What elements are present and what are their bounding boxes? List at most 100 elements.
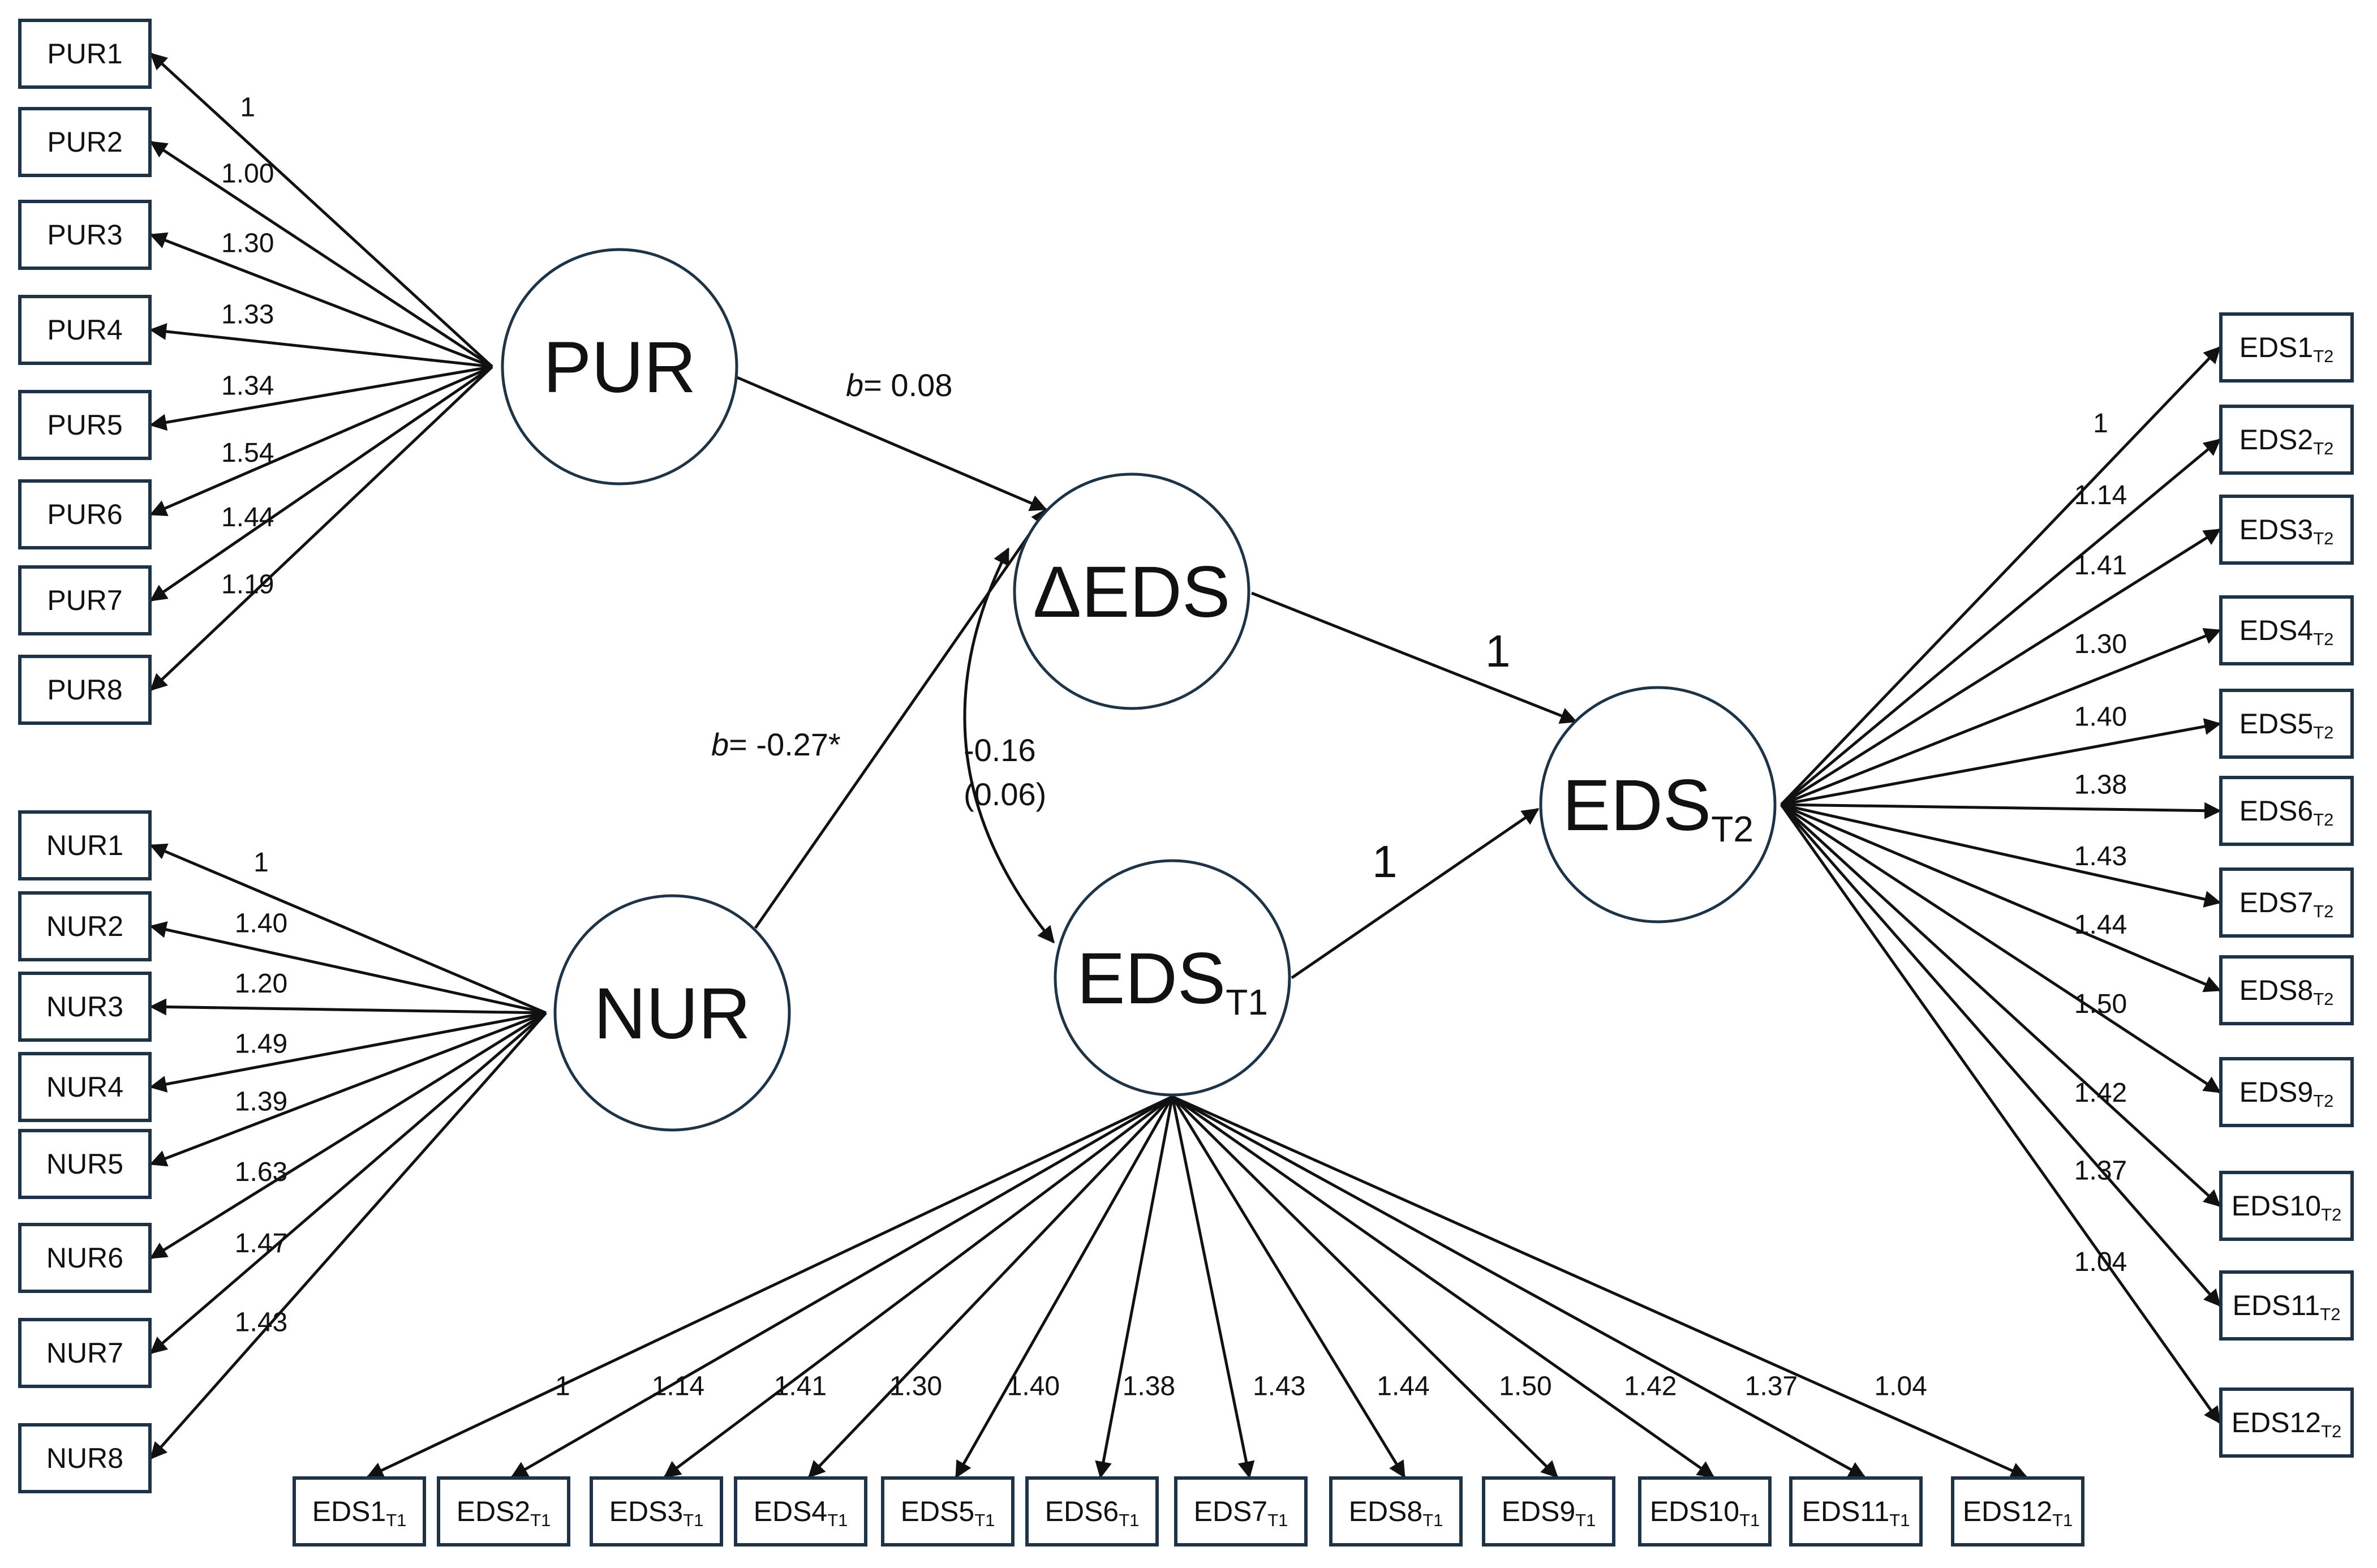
nur-loading-path-6 [149, 1011, 547, 1260]
edst2-indicator-9-box [2219, 1057, 2354, 1127]
edst2-indicator-9-label: EDS9T2 [2240, 1076, 2334, 1111]
edst2-loading-label-12: 1.04 [2074, 1247, 2127, 1277]
edst1-to-edst2-path [1291, 807, 1540, 980]
pur-loading-path-3 [149, 232, 493, 368]
pur-indicator-1-box [18, 19, 152, 89]
edst1-loading-label-6: 1.38 [1123, 1372, 1175, 1402]
latent-pur-label: PUR [543, 327, 696, 408]
edst1-loading-label-8: 1.44 [1377, 1372, 1429, 1402]
edst2-loading-label-2: 1.14 [2074, 480, 2127, 510]
edst1-loading-label-5: 1.40 [1007, 1372, 1060, 1402]
edst1-indicator-2: EDS2T1 [437, 1476, 570, 1546]
edst2-loading-label-9: 1.50 [2074, 989, 2127, 1019]
edst2-loading-path-10 [1780, 804, 2221, 1208]
edst1-indicator-1: EDS1T1 [293, 1476, 426, 1546]
edst2-loading-label-11: 1.37 [2074, 1155, 2127, 1185]
latent-nur: NUR [553, 894, 791, 1132]
pur-loading-path-7 [149, 365, 493, 602]
edst1-loading-path-12 [1171, 1095, 2028, 1479]
edst1-loading-label-11: 1.37 [1745, 1372, 1798, 1402]
pur-indicator-3: PUR3 [18, 200, 152, 270]
nur-loading-path-8 [150, 1012, 547, 1460]
nur-indicator-4-label: NUR4 [46, 1071, 123, 1103]
edst1-indicator-8: EDS8T1 [1329, 1476, 1463, 1546]
latent-nur-circle [553, 894, 791, 1132]
pur-indicator-8: PUR8 [18, 655, 152, 725]
edst1-indicator-11-label: EDS11T1 [1802, 1496, 1910, 1530]
pur-indicator-7-label: PUR7 [47, 585, 122, 616]
nur-loading-label-3: 1.20 [235, 969, 287, 999]
edst1-indicator-3: EDS3T1 [590, 1476, 723, 1546]
nur-indicator-3: NUR3 [18, 972, 152, 1042]
edst1-indicator-8-label: EDS8T1 [1349, 1496, 1443, 1530]
nur-loading-label-7: 1.47 [235, 1228, 287, 1258]
edst2-indicator-6-box [2219, 776, 2354, 846]
edst1-loading-path-7 [1171, 1096, 1255, 1479]
edst2-indicator-2-label: EDS2T2 [2240, 424, 2334, 458]
edst1-loading-path-9 [1171, 1096, 1559, 1479]
pur-loading-path-6 [149, 365, 493, 517]
edst2-indicator-5: EDS5T2 [2219, 689, 2354, 759]
nur-indicator-5: NUR5 [18, 1129, 152, 1199]
pur-indicator-7-box [18, 565, 152, 635]
edst1-loading-path-2 [510, 1095, 1174, 1479]
edst2-indicator-8-label: EDS8T2 [2240, 974, 2334, 1009]
edst2-loading-path-8 [1781, 803, 2221, 993]
edst2-indicator-4-label: EDS4T2 [2240, 615, 2334, 649]
pur-indicator-4: PUR4 [18, 295, 152, 365]
edst2-indicator-11: EDS11T2 [2219, 1270, 2354, 1341]
pur-loading-path-2 [149, 140, 493, 368]
edst2-indicator-12-box [2219, 1387, 2354, 1458]
latent-edst1-label: EDST1 [1077, 938, 1268, 1023]
nur-indicator-2-box [18, 891, 152, 961]
edst1-loading-label-9: 1.50 [1499, 1372, 1551, 1402]
edst1-indicator-3-box [590, 1476, 723, 1546]
edst2-loading-label-7: 1.43 [2074, 841, 2127, 871]
edst2-indicator-3-label: EDS3T2 [2240, 514, 2334, 548]
edst1-loading-label-7: 1.43 [1253, 1372, 1305, 1402]
nur-loading-path-7 [149, 1012, 547, 1354]
edst2-loading-label-3: 1.41 [2074, 551, 2127, 581]
edst2-indicator-4: EDS4T2 [2219, 595, 2354, 665]
edst2-loading-path-7 [1781, 803, 2221, 908]
latent-pur: PUR [501, 248, 738, 486]
edst1-indicator-6: EDS6T1 [1025, 1476, 1159, 1546]
edst1-indicator-11: EDS11T1 [1789, 1476, 1923, 1546]
edst2-indicator-6-label: EDS6T2 [2240, 795, 2334, 830]
latent-edst2-circle [1539, 686, 1777, 923]
edst2-indicator-5-label: EDS5T2 [2240, 708, 2334, 742]
pur-indicator-5-box [18, 390, 152, 460]
nur-indicator-8: NUR8 [18, 1423, 152, 1493]
nur-indicator-5-box [18, 1129, 152, 1199]
edst2-indicator-7: EDS7T2 [2219, 867, 2354, 938]
pur-loading-label-5: 1.34 [221, 371, 274, 401]
nur-indicator-8-label: NUR8 [46, 1442, 123, 1474]
nur-indicator-6-box [18, 1223, 152, 1293]
edst2-indicator-10-box [2219, 1171, 2354, 1241]
edst1-indicator-6-box [1025, 1476, 1159, 1546]
edst1-indicator-8-box [1329, 1476, 1463, 1546]
edst2-indicator-5-box [2219, 689, 2354, 759]
pur-indicator-7: PUR7 [18, 565, 152, 635]
latent-deds-label: ΔEDS [1033, 552, 1231, 633]
edst1-indicator-1-label: EDS1T1 [312, 1496, 407, 1530]
pur-to-deds-label: b= 0.08 [846, 367, 952, 403]
edst2-indicator-3-box [2219, 495, 2354, 565]
edst2-loading-label-8: 1.44 [2074, 910, 2127, 940]
pur-indicator-3-box [18, 200, 152, 270]
edst1-indicator-2-box [437, 1476, 570, 1546]
latent-deds-circle [1013, 472, 1250, 710]
nur-loading-label-4: 1.49 [235, 1029, 287, 1059]
edst2-loading-label-10: 1.42 [2074, 1078, 2127, 1108]
pur-indicator-8-box [18, 655, 152, 725]
indicators-layer: PUR1PUR2PUR3PUR4PUR5PUR6PUR7PUR8NUR1NUR2… [18, 19, 2354, 1546]
nur-loading-path-3 [149, 998, 547, 1016]
edst1-indicator-6-label: EDS6T1 [1045, 1496, 1140, 1530]
edst1-indicator-4: EDS4T1 [734, 1476, 867, 1546]
edst2-indicator-7-label: EDS7T2 [2240, 887, 2334, 921]
nur-loading-label-2: 1.40 [235, 908, 287, 938]
nur-indicator-1-box [18, 810, 152, 880]
pur-indicator-6-box [18, 479, 152, 549]
edst1-to-edst2-label: 1 [1372, 836, 1398, 887]
